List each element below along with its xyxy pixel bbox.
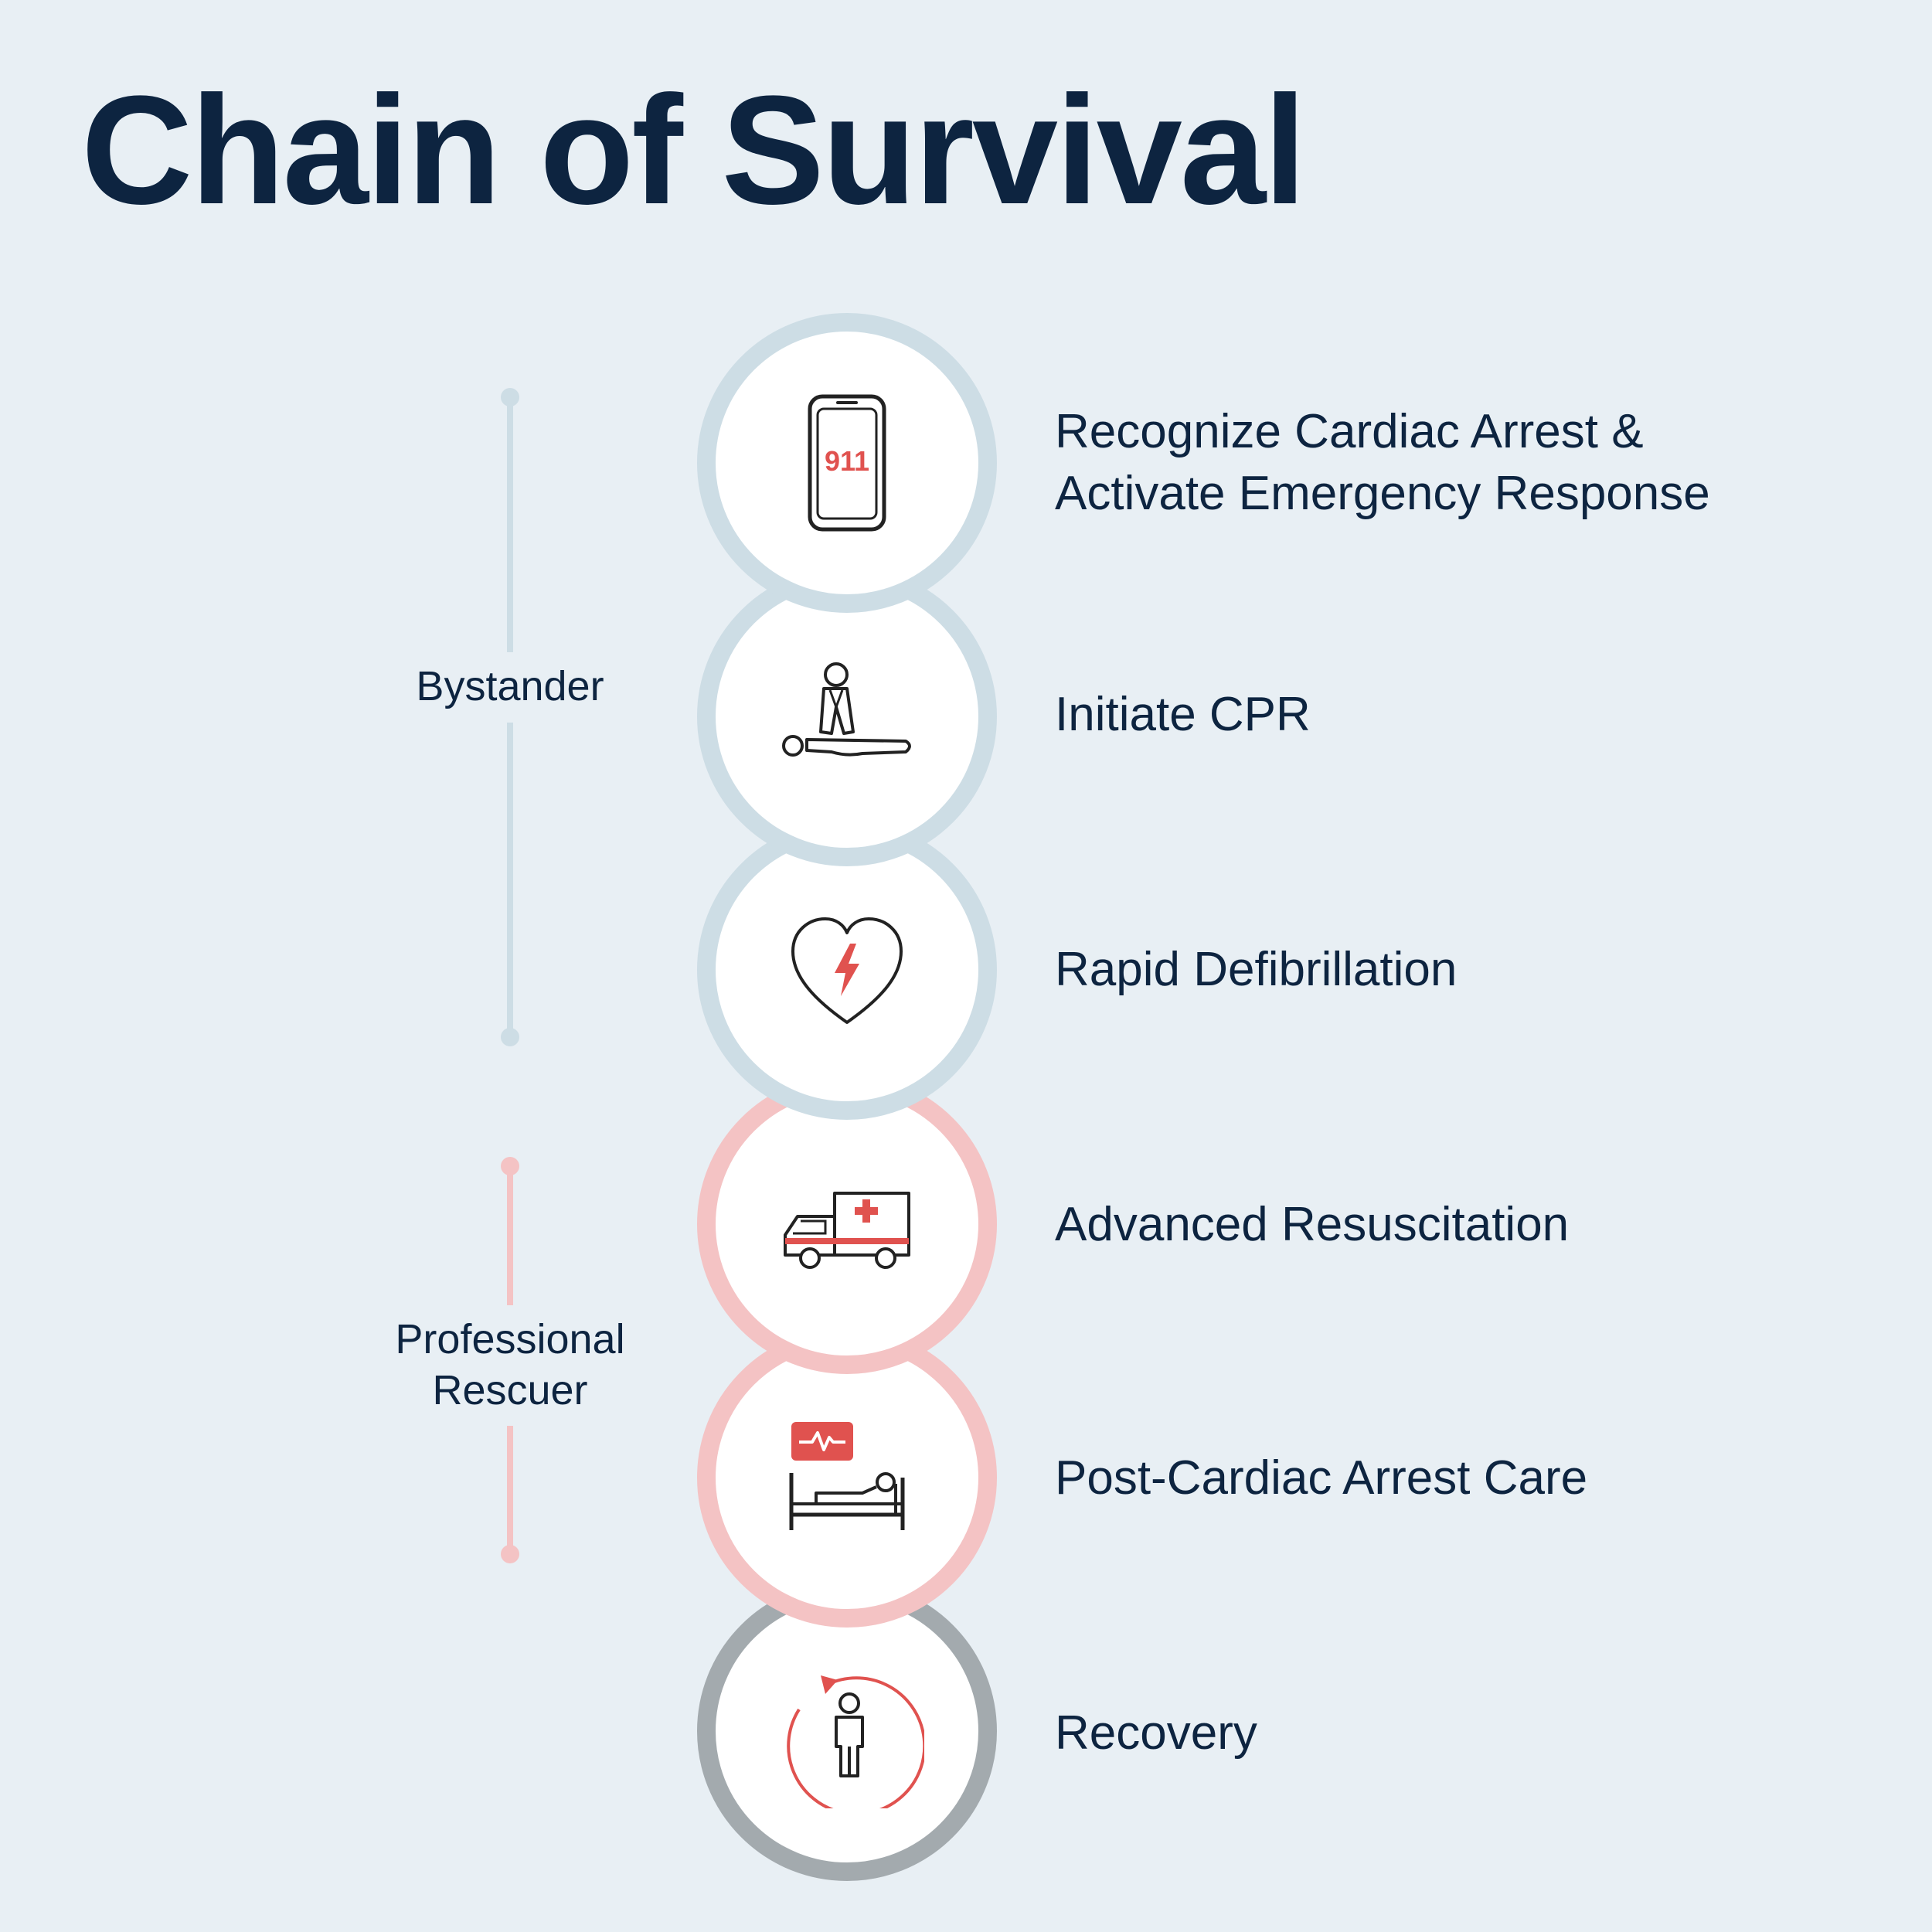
bracket-line-lower (507, 723, 513, 1036)
step-label-recovery: Recovery (1055, 1706, 1257, 1760)
step-ring-recognize-activate: 911 (697, 313, 997, 613)
bracket-line-upper (507, 1166, 513, 1305)
hospital-bed-icon (789, 1422, 905, 1530)
step-label-rapid-defibrillation: Rapid Defibrillation (1055, 943, 1458, 996)
bracket-bottom-dot (501, 1028, 519, 1046)
step-label-initiate-cpr: Initiate CPR (1055, 688, 1311, 741)
phone-911-icon: 911 (808, 394, 886, 532)
bracket-line-upper (507, 397, 513, 652)
step-ring-rapid-defibrillation (697, 820, 997, 1120)
cpr-icon (782, 662, 911, 757)
recovery-person-icon (787, 1675, 924, 1808)
step-ring-advanced-resuscitation (697, 1074, 997, 1374)
group-label-bystander: Bystander (416, 663, 604, 709)
bracket-line-lower (507, 1426, 513, 1549)
step-label-post-cardiac-arrest-care: Post-Cardiac Arrest Care (1055, 1451, 1588, 1505)
group-label-professional-rescuer: Professional Rescuer (395, 1316, 625, 1413)
phone-911-text: 911 (825, 445, 869, 477)
step-label-advanced-resuscitation: Advanced Resuscitation (1055, 1198, 1570, 1251)
aed-heart-icon (791, 917, 903, 1024)
step-ring-recovery (697, 1581, 997, 1881)
bracket-bottom-dot (501, 1545, 519, 1563)
step-label-recognize-activate: Recognize Cardiac Arrest & Activate Emer… (1055, 405, 1710, 520)
page-title: Chain of Survival (81, 64, 1307, 236)
ambulance-icon (784, 1192, 910, 1269)
